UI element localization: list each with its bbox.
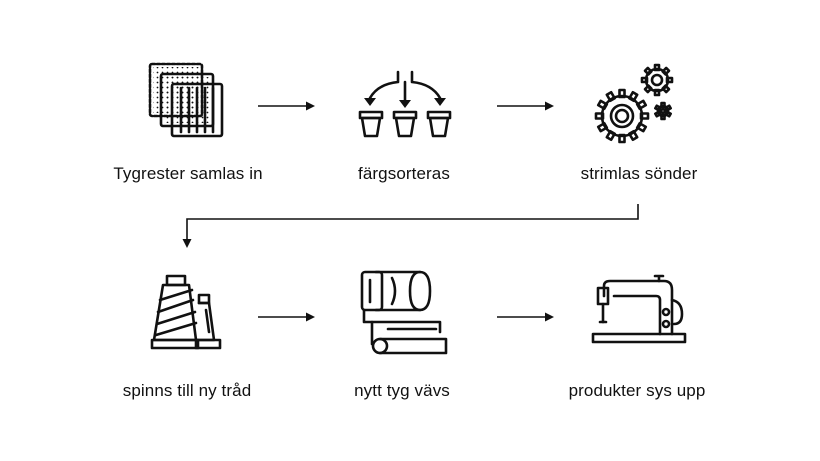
arrow-1-2 [258,101,315,111]
gear-tooth [661,84,671,94]
gear-tooth [635,99,648,110]
gear-tooth [653,63,661,72]
arrow-4-5 [258,312,315,322]
sorting-buckets-icon [358,70,452,138]
step-label-3: strimlas sönder [580,164,698,183]
loom-roller-icon [360,270,448,355]
gear-tooth [654,110,662,118]
gear-tooth [618,133,626,144]
arrow-3-4 [182,204,639,248]
gear-tooth [640,76,649,84]
gear-tooth [594,112,605,120]
gear-tooth [635,122,648,133]
step-label-1: Tygrester samlas in [113,164,263,183]
step-label-2: färgsorteras [358,164,450,183]
step-label-4: spinns till ny tråd [122,381,252,400]
gear-tooth [643,66,653,76]
step-label-6: produkter sys upp [568,381,706,400]
gear-tooth [605,129,616,142]
sewing-machine-icon [591,274,687,344]
arrow-5-6 [497,312,554,322]
gear-tooth [643,84,653,94]
gear-tooth [628,90,639,103]
gear-tooth [628,129,639,142]
gear-tooth [605,90,616,103]
step-label-5: nytt tyg vävs [354,381,450,400]
fabric-swatches-icon [148,62,224,138]
gear-tooth [665,76,674,84]
gear-tooth [596,99,609,110]
gear-tooth [661,66,671,76]
thread-spools-icon [150,274,222,350]
gear-tooth [653,88,661,97]
gear-tooth [639,112,650,120]
gear-tooth [660,113,666,121]
gear-tooth [654,104,662,112]
gear-tooth [664,104,672,112]
gear-tooth [664,110,672,118]
gears-icon [594,63,674,144]
connector-arrows [182,101,639,322]
gear-tooth [618,88,626,99]
arrow-2-3 [497,101,554,111]
gear-tooth [596,122,609,133]
gear-tooth [660,101,666,109]
